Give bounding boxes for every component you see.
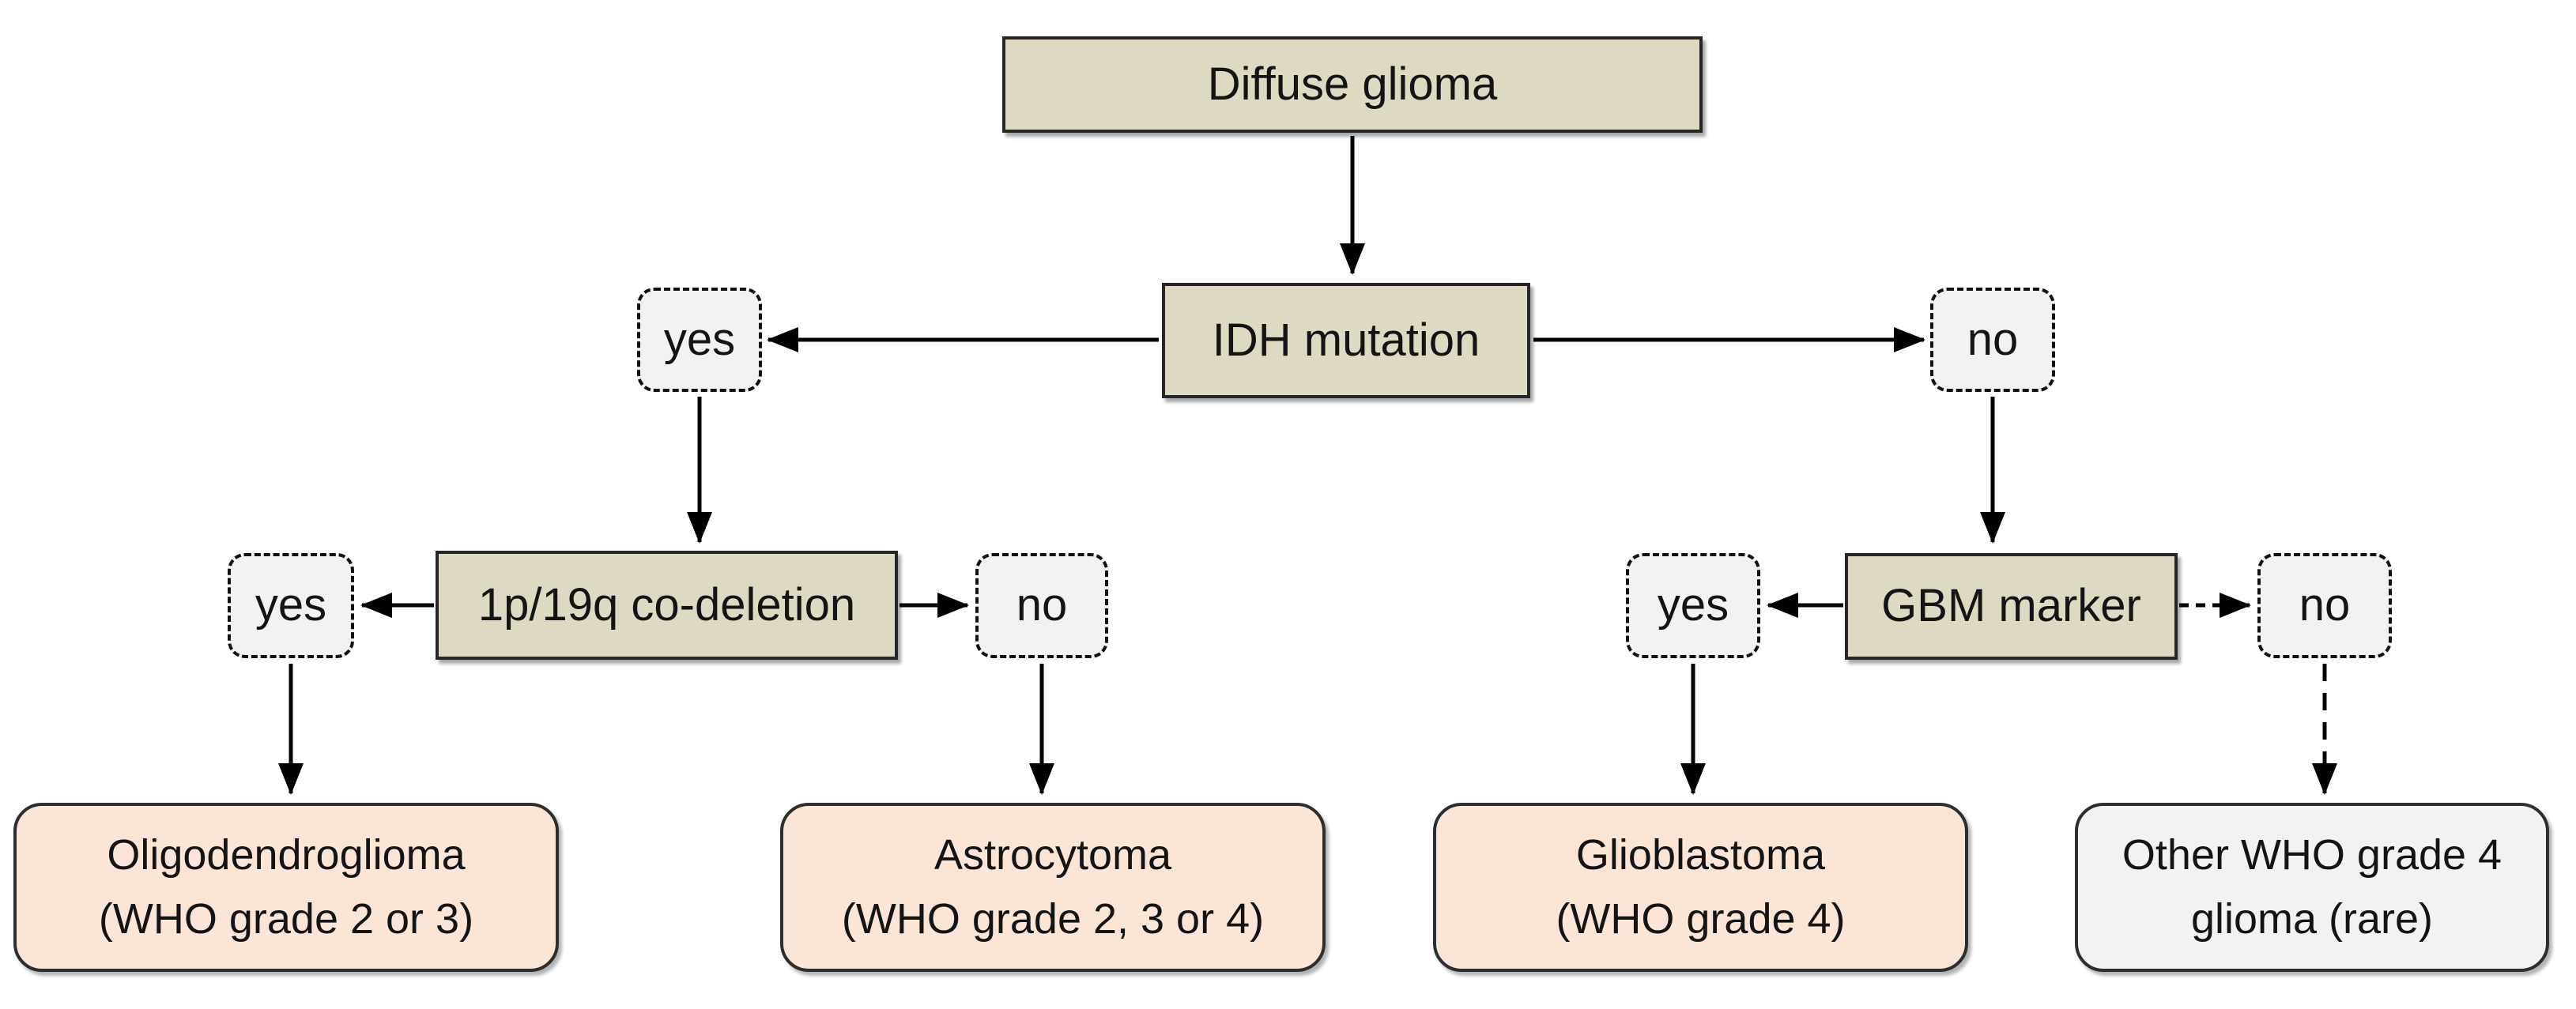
answer-idh-yes-label: yes [663,313,736,365]
answer-idh-no-label: no [1967,313,2019,365]
answer-codeletion-no-label: no [1016,579,1068,631]
answer-gbm-yes: yes [1626,553,1760,658]
answer-gbm-no: no [2257,553,2392,658]
node-diffuse-glioma-label: Diffuse glioma [1207,58,1498,110]
answer-codeletion-yes: yes [228,553,354,658]
node-idh-mutation: IDH mutation [1162,283,1530,398]
node-gbm-marker-label: GBM marker [1881,580,2141,632]
node-other-who-grade4-glioma-line1: Other WHO grade 4 [2122,831,2502,879]
answer-codeletion-no: no [975,553,1108,658]
node-1p19q-codeletion: 1p/19q co-deletion [436,551,898,660]
answer-codeletion-yes-label: yes [255,579,327,631]
answer-idh-yes: yes [637,288,762,392]
node-idh-mutation-label: IDH mutation [1212,314,1480,366]
node-other-who-grade4-glioma: Other WHO grade 4 glioma (rare) [2075,803,2549,972]
answer-gbm-yes-label: yes [1657,579,1729,631]
node-glioblastoma-line1: Glioblastoma [1575,831,1826,879]
node-oligodendroglioma: Oligodendroglioma (WHO grade 2 or 3) [13,803,559,972]
node-astrocytoma: Astrocytoma (WHO grade 2, 3 or 4) [780,803,1326,972]
node-glioblastoma-line2: (WHO grade 4) [1556,895,1846,943]
node-glioblastoma: Glioblastoma (WHO grade 4) [1433,803,1968,972]
node-gbm-marker: GBM marker [1845,553,2178,660]
node-astrocytoma-line2: (WHO grade 2, 3 or 4) [841,895,1265,943]
node-oligodendroglioma-line2: (WHO grade 2 or 3) [98,895,474,943]
node-oligodendroglioma-line1: Oligodendroglioma [107,831,466,879]
node-other-who-grade4-glioma-line2: glioma (rare) [2190,895,2434,943]
answer-idh-no: no [1930,288,2055,392]
node-1p19q-codeletion-label: 1p/19q co-deletion [477,578,856,631]
answer-gbm-no-label: no [2299,579,2351,631]
node-astrocytoma-line1: Astrocytoma [933,831,1172,879]
node-diffuse-glioma: Diffuse glioma [1002,36,1703,133]
